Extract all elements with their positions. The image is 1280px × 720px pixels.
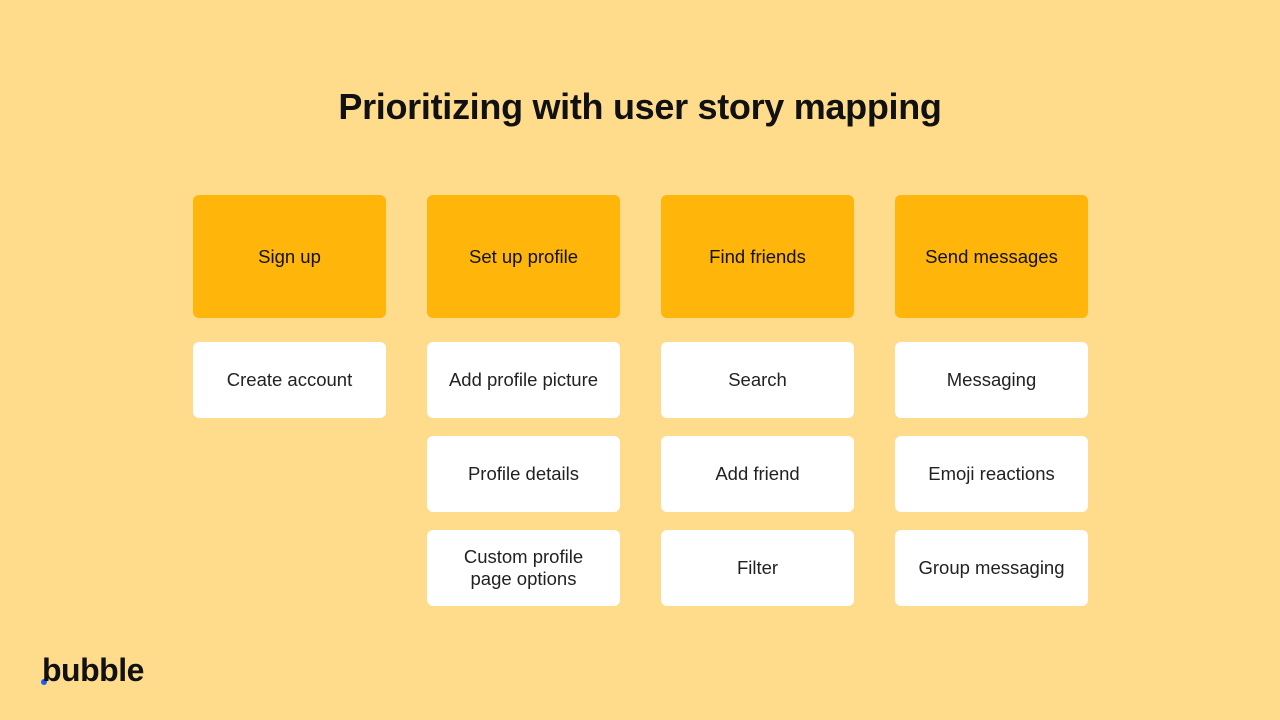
- activity-card: Find friends: [661, 195, 854, 318]
- story-card: Custom profile page options: [427, 530, 620, 606]
- activity-card: Send messages: [895, 195, 1088, 318]
- story-card: Create account: [193, 342, 386, 418]
- column-sign-up: Sign up Create account: [193, 195, 386, 418]
- story-card: Filter: [661, 530, 854, 606]
- bubble-logo: bubble: [42, 652, 144, 688]
- column-set-up-profile: Set up profile Add profile picture Profi…: [427, 195, 620, 606]
- column-find-friends: Find friends Search Add friend Filter: [661, 195, 854, 606]
- page-title: Prioritizing with user story mapping: [338, 86, 942, 127]
- story-card: Profile details: [427, 436, 620, 512]
- story-card: Group messaging: [895, 530, 1088, 606]
- story-card: Add friend: [661, 436, 854, 512]
- story-card: Search: [661, 342, 854, 418]
- story-card: Emoji reactions: [895, 436, 1088, 512]
- logo-dot-icon: [41, 679, 47, 685]
- story-card: Messaging: [895, 342, 1088, 418]
- column-send-messages: Send messages Messaging Emoji reactions …: [895, 195, 1088, 606]
- activity-card: Sign up: [193, 195, 386, 318]
- activity-card: Set up profile: [427, 195, 620, 318]
- story-card: Add profile picture: [427, 342, 620, 418]
